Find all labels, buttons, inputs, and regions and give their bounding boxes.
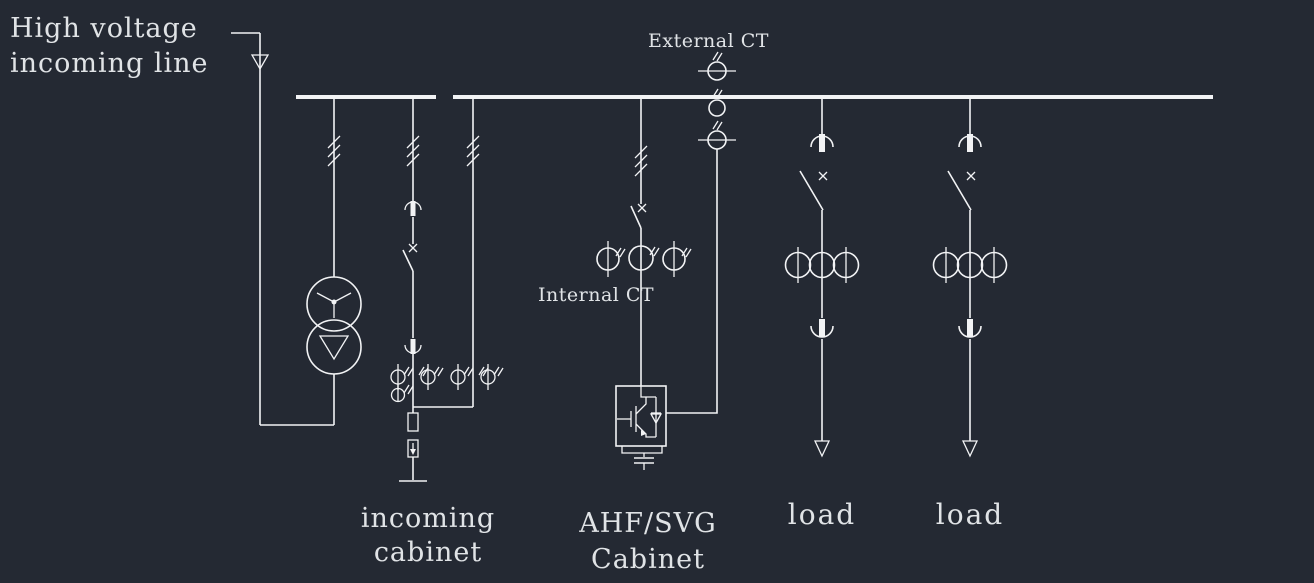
feeder-branch <box>450 99 504 407</box>
hv-incoming-line <box>231 32 334 426</box>
ahf-svg-label-line1: AHF/SVG <box>578 508 716 539</box>
incoming-breaker-branch <box>390 99 473 482</box>
circuit-breaker-icon <box>402 243 418 272</box>
incoming-arrow-icon <box>250 54 270 71</box>
delta-winding-icon <box>318 335 350 361</box>
wye-winding-icon <box>316 292 352 318</box>
ct-icon <box>708 99 726 117</box>
internal-ct-label: Internal CT <box>538 284 654 306</box>
internal-ct-group <box>596 241 692 277</box>
external-ct-label: External CT <box>648 30 769 52</box>
incoming-cabinet-label-line2: cabinet <box>374 537 482 568</box>
fuse-symbol <box>407 412 419 432</box>
ct-group <box>390 363 444 403</box>
load-label-right: load <box>936 498 1004 531</box>
diode-icon <box>649 397 663 437</box>
inverter-module <box>615 385 667 447</box>
hv-incoming-label-line2: incoming line <box>10 48 209 79</box>
load-label-left: load <box>788 498 856 531</box>
ahf-svg-branch <box>596 99 692 470</box>
incoming-cabinet-label-line1: incoming <box>361 503 495 534</box>
dc-capacitor-symbol <box>621 446 663 470</box>
igbt-icon <box>617 386 656 438</box>
ahf-svg-label-line2: Cabinet <box>591 544 705 575</box>
transformer-branch <box>306 99 362 425</box>
circuit-breaker-icon <box>630 203 647 229</box>
external-ct-branch <box>666 51 737 414</box>
transformer-symbol <box>306 276 362 375</box>
hv-incoming-label-line1: High voltage <box>10 13 198 44</box>
